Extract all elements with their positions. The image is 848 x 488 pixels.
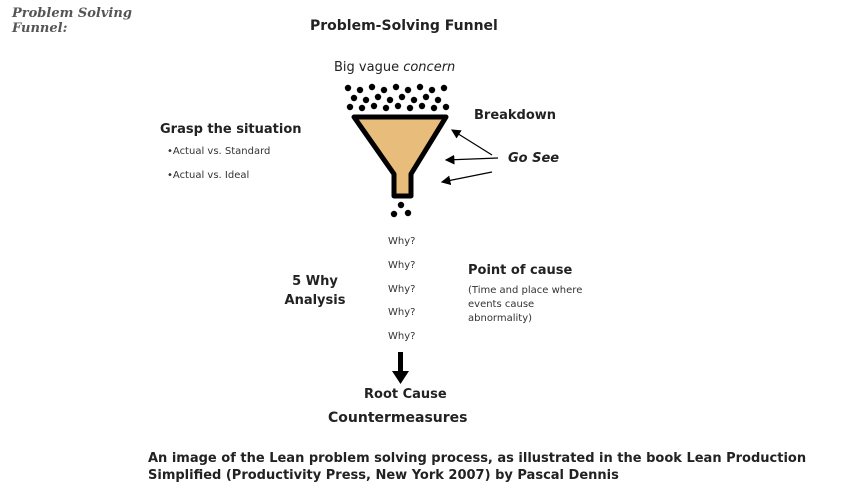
root-cause-label: Root Cause — [364, 387, 447, 402]
point-of-cause-title: Point of cause — [468, 263, 573, 278]
go-see-arrows — [440, 129, 499, 186]
top-label-plain: Big vague — [334, 60, 404, 75]
grasp-situation-title: Grasp the situation — [160, 122, 302, 137]
diagram-title: Problem-Solving Funnel — [310, 18, 498, 34]
five-why-analysis-label: 5 Why Analysis — [284, 274, 346, 308]
funnel-shape — [351, 114, 449, 199]
grasp-item-ideal: •Actual vs. Ideal — [167, 170, 250, 181]
down-arrow — [392, 352, 409, 384]
top-label-italic: concern — [403, 60, 456, 75]
why-2: Why? — [388, 260, 416, 271]
why-1: Why? — [388, 236, 416, 247]
countermeasures-label: Countermeasures — [328, 410, 468, 426]
why-3: Why? — [388, 284, 416, 295]
big-vague-concern-label: Big vague concern — [334, 60, 455, 75]
image-caption: An image of the Lean problem solving pro… — [148, 451, 807, 483]
sidebar-title: Problem Solving Funnel: — [12, 6, 132, 36]
go-see-label: Go See — [508, 151, 560, 166]
point-of-cause-description: (Time and place where events cause abnor… — [468, 285, 583, 324]
breakdown-label: Breakdown — [474, 108, 557, 123]
output-dots — [390, 201, 412, 218]
concern-dots — [344, 83, 450, 112]
why-5: Why? — [388, 331, 416, 342]
why-4: Why? — [388, 307, 416, 318]
grasp-item-standard: •Actual vs. Standard — [167, 146, 271, 157]
